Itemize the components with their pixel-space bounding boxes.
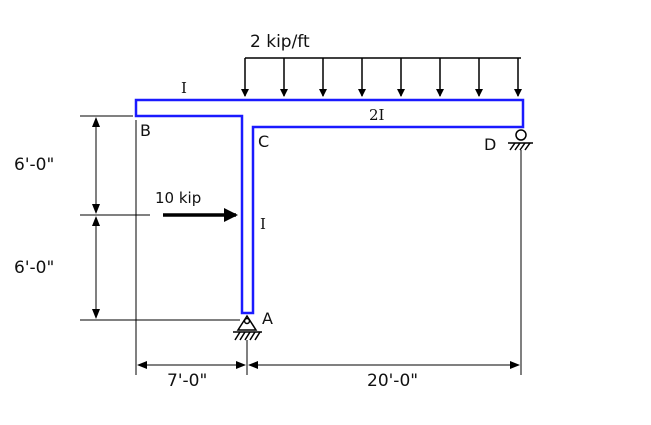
distributed-load: 2 kip/ft (241, 32, 522, 97)
node-d-label: D (484, 135, 496, 154)
node-c-label: C (258, 132, 269, 151)
overhang-stiffness-label: I (181, 79, 187, 97)
upper-height-dimension: 6'-0" (14, 155, 54, 175)
point-load-label: 10 kip (155, 189, 201, 207)
beam-stiffness-label: 2I (369, 106, 385, 124)
load-arrows (241, 58, 522, 97)
left-span-dimension: 7'-0" (167, 371, 207, 391)
frame-member (134, 98, 525, 315)
roller-support-icon (508, 129, 533, 151)
node-b-label: B (140, 121, 151, 140)
column-stiffness-label: I (260, 215, 266, 233)
pin-support-icon (233, 314, 262, 341)
extension-lines (80, 115, 522, 375)
lower-height-dimension: 6'-0" (14, 258, 54, 278)
node-a-label: A (262, 309, 273, 328)
right-span-dimension: 20'-0" (367, 371, 418, 391)
point-load: 10 kip (155, 189, 238, 222)
distributed-load-label: 2 kip/ft (250, 32, 310, 52)
